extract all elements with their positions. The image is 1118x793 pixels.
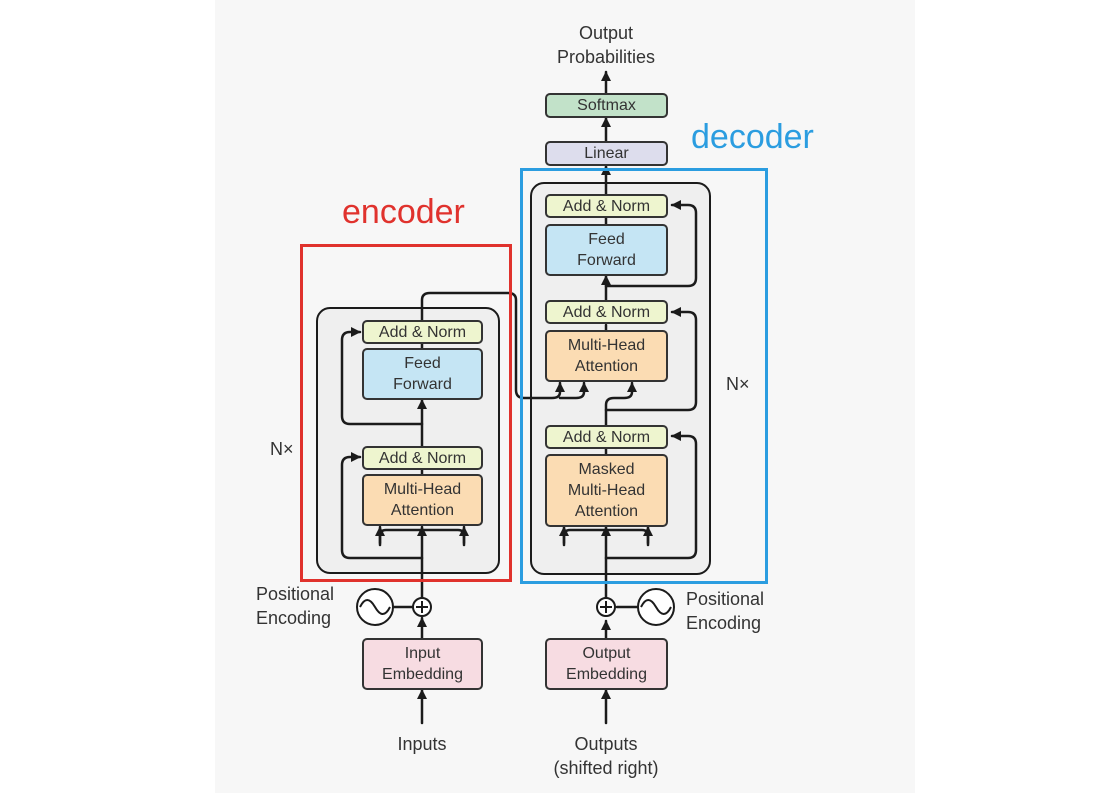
- encoder-to-decoder-line: [420, 291, 565, 400]
- encoder-residual-1: [340, 452, 424, 560]
- decoder-residual-1: [604, 431, 698, 560]
- input-embedding: Input Embedding: [362, 638, 483, 690]
- decoder-positional-encoding-label: Positional Encoding: [686, 589, 765, 633]
- encoder-residual-2: [340, 327, 424, 426]
- decoder-multi-head-attention: Multi-Head Attention: [545, 330, 668, 382]
- decoder-masked-multi-head-attention: Masked Multi-Head Attention: [545, 454, 668, 527]
- outputs-label: Outputs (shifted right): [553, 734, 659, 778]
- decoder-residual-3: [604, 200, 698, 288]
- inputs-label: Inputs: [397, 734, 447, 754]
- decoder-add-norm-middle: Add & Norm: [545, 300, 668, 324]
- decoder-norm-to-mha: [604, 381, 637, 427]
- encoder-add-norm-bottom: Add & Norm: [362, 446, 483, 470]
- decoder-highlight-box: [520, 168, 768, 584]
- encoder-multi-head-attention: Multi-Head Attention: [362, 474, 483, 526]
- output-embedding: Output Embedding: [545, 638, 668, 690]
- encoder-positional-encoding-label: Positional Encoding: [256, 584, 335, 628]
- encoder-annotation-label: encoder: [342, 193, 465, 231]
- decoder-add-norm-bottom: Add & Norm: [545, 425, 668, 449]
- decoder-residual-2: [604, 307, 698, 412]
- decoder-annotation-label: decoder: [691, 118, 814, 156]
- encoder-feed-forward: Feed Forward: [362, 348, 483, 400]
- decoder-add-norm-top: Add & Norm: [545, 194, 668, 218]
- output-probabilities-label: Output Probabilities: [556, 23, 656, 67]
- encoder-to-decoder-line-2: [558, 381, 589, 400]
- encoder-nx-label: N×: [270, 439, 294, 459]
- encoder-add-norm-top: Add & Norm: [362, 320, 483, 344]
- softmax-block: Softmax: [545, 93, 668, 118]
- decoder-nx-label: N×: [726, 374, 750, 394]
- encoder-highlight-box: [300, 244, 512, 582]
- decoder-feed-forward: Feed Forward: [545, 224, 668, 276]
- linear-block: Linear: [545, 141, 668, 166]
